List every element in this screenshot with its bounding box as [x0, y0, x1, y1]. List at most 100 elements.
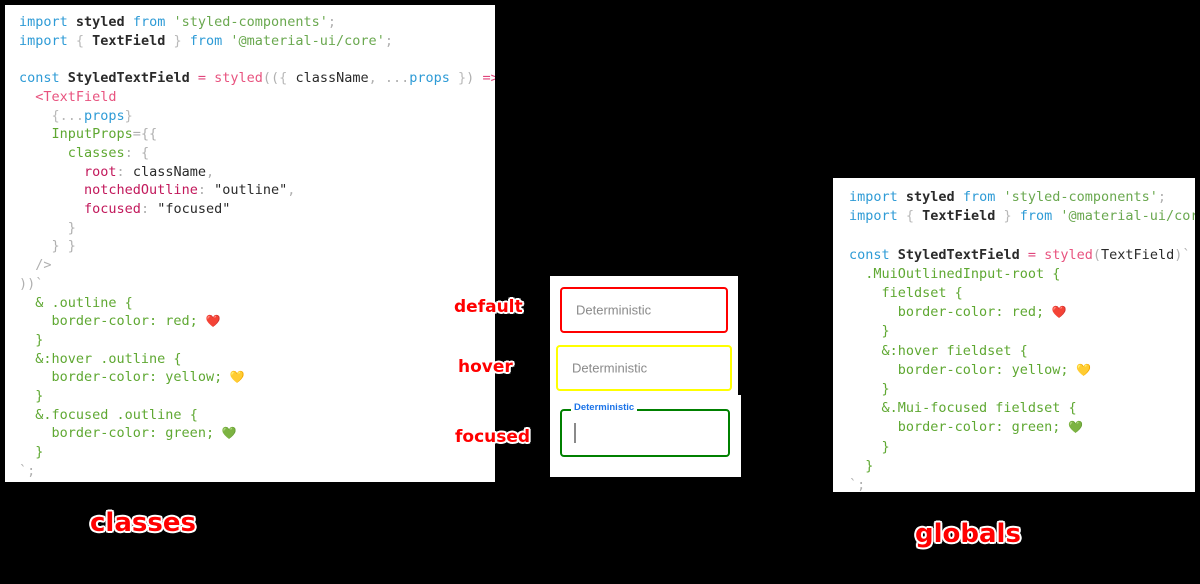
code-token: const: [19, 70, 60, 87]
code-token: }: [165, 32, 182, 49]
code-token: ❤️: [1044, 305, 1067, 320]
code-token: }: [35, 444, 44, 461]
code-token: 'styled-components': [173, 14, 328, 30]
code-token: border-color: red;: [51, 313, 198, 330]
code-token: [849, 362, 898, 378]
code-line: import styled from 'styled-components';: [849, 188, 1195, 207]
code-token: {: [279, 70, 296, 87]
code-line: &.focused .outline {: [19, 406, 495, 425]
code-token: `;: [849, 477, 866, 492]
code-token: ;: [327, 14, 337, 30]
code-panel-classes: import styled from 'styled-components';i…: [5, 5, 495, 482]
code-line: InputProps={{: [19, 125, 495, 144]
code-token: }: [124, 107, 133, 124]
code-token: ={{: [132, 126, 158, 143]
code-token: StyledTextField: [897, 246, 1020, 263]
code-token: 💚: [214, 426, 237, 441]
code-line: import styled from 'styled-components';: [19, 13, 495, 32]
code-token: : {: [124, 144, 150, 161]
code-token: [849, 343, 882, 359]
code-block-classes: import styled from 'styled-components';i…: [19, 13, 495, 481]
code-token: import: [849, 208, 906, 225]
code-token: border-color: green;: [897, 419, 1061, 436]
code-line: }: [849, 438, 1195, 457]
code-token: }: [995, 208, 1012, 225]
annotation-globals-title: globals: [915, 519, 1021, 549]
code-line: }: [19, 331, 495, 350]
code-token: [955, 189, 963, 205]
code-line: border-color: red; ❤️: [19, 312, 495, 331]
textfield-default-value: Deterministic: [576, 302, 652, 318]
code-token: [190, 70, 198, 86]
code-token: }: [881, 438, 890, 455]
code-token: }: [19, 219, 76, 236]
code-line: border-color: yellow; 💛: [19, 368, 495, 387]
code-token: <TextField: [35, 88, 117, 105]
textfield-focused-notch: Deterministic: [571, 403, 638, 412]
code-token: styled: [905, 189, 955, 205]
code-token: }: [865, 457, 874, 474]
code-token: =: [1027, 246, 1036, 263]
code-token: styled: [214, 70, 263, 87]
code-line: import { TextField } from '@material-ui/…: [849, 207, 1195, 226]
textfield-hover[interactable]: Deterministic: [556, 345, 732, 391]
code-token: ;: [384, 32, 393, 49]
code-line: const StyledTextField = styled(TextField…: [849, 246, 1195, 265]
code-token: &:hover .outline {: [35, 350, 182, 367]
code-token: [60, 70, 68, 86]
code-token: [849, 439, 882, 455]
code-token: import: [19, 32, 76, 49]
code-token: TextField: [92, 32, 166, 49]
code-token: [1036, 247, 1044, 263]
code-token: [19, 369, 52, 385]
code-line: border-color: green; 💚: [849, 418, 1195, 437]
code-token: :: [140, 201, 158, 218]
code-line: &:hover .outline {: [19, 350, 495, 369]
textfield-focused[interactable]: Deterministic: [560, 403, 730, 457]
code-token: [849, 419, 898, 435]
code-token: '@material-ui/core': [1060, 208, 1195, 225]
code-line: notchedOutline: "outline",: [19, 181, 495, 200]
code-line: }: [849, 457, 1195, 476]
code-token: classes: [67, 144, 125, 161]
code-line: [19, 50, 495, 69]
code-token: [1020, 247, 1028, 263]
code-token: 💚: [1060, 420, 1083, 435]
code-panel-globals: import styled from 'styled-components';i…: [833, 178, 1195, 492]
code-line: &:hover fieldset {: [849, 342, 1195, 361]
code-token: {...: [51, 107, 85, 124]
code-token: notchedOutline: [84, 182, 198, 199]
code-line: ))`: [19, 275, 495, 294]
code-token: styled: [75, 14, 125, 30]
code-token: from: [962, 189, 996, 205]
code-token: 💛: [222, 370, 245, 385]
code-token: {: [905, 208, 923, 225]
code-token: :: [116, 163, 133, 180]
code-token: [1012, 208, 1020, 224]
code-token: {: [75, 32, 93, 49]
code-line: border-color: green; 💚: [19, 424, 495, 443]
code-line: }: [849, 322, 1195, 341]
code-token: "focused": [157, 201, 231, 218]
code-line: root: className,: [19, 163, 495, 182]
code-token: [849, 266, 865, 282]
text-cursor-icon: [574, 423, 576, 443]
code-token: & .outline {: [35, 294, 133, 311]
code-token: className: [295, 70, 369, 87]
code-line: }: [19, 443, 495, 462]
code-token: `;: [19, 462, 36, 479]
annotation-focused: focused: [455, 427, 531, 447]
code-token: border-color: green;: [51, 425, 215, 442]
code-token: [206, 70, 214, 86]
code-token: [890, 247, 898, 263]
code-token: [19, 313, 52, 329]
code-token: ): [466, 70, 475, 87]
code-token: "outline": [214, 182, 288, 199]
code-token: &.focused .outline {: [35, 406, 198, 423]
code-token: [19, 89, 35, 105]
code-line: <TextField: [19, 88, 495, 107]
textfield-default[interactable]: Deterministic: [560, 287, 728, 333]
code-token: [849, 400, 882, 416]
code-line: }: [19, 387, 495, 406]
code-token: ...: [376, 70, 410, 87]
